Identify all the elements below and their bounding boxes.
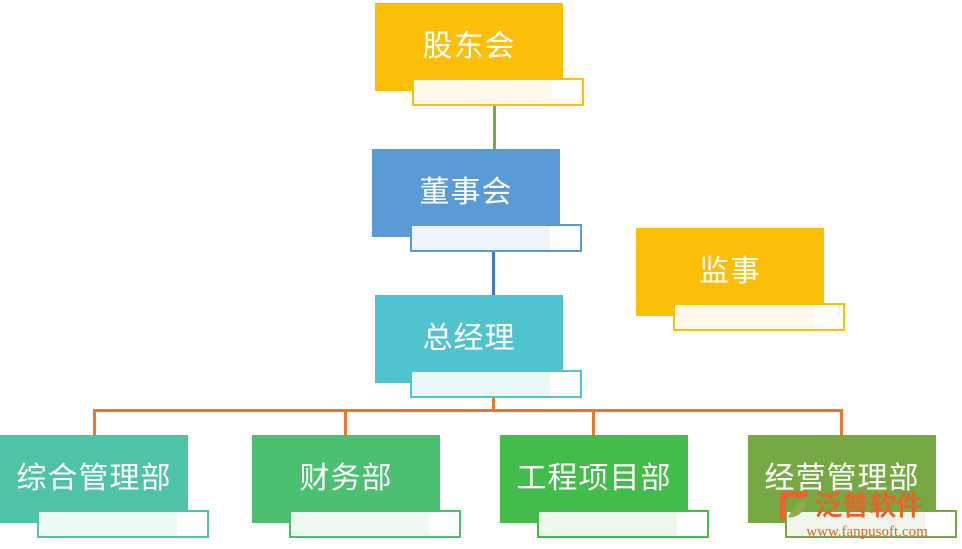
node-subbar-fill-finance: [291, 512, 429, 536]
node-subbar-fill-general-manager: [412, 372, 550, 396]
node-subbar-text-business-management: [787, 512, 955, 524]
node-subbar-engineering-project[interactable]: [537, 510, 709, 538]
node-label-business-management: 经营管理部: [764, 462, 920, 495]
node-label-engineering-project: 工程项目部: [516, 462, 672, 495]
node-subbar-fill-board-of-directors: [412, 226, 550, 250]
node-subbar-fill-engineering-project: [539, 512, 677, 536]
node-box-shareholders[interactable]: 股东会: [375, 3, 563, 91]
connector-departments-bus: [93, 409, 843, 412]
node-subbar-business-management[interactable]: [785, 510, 957, 538]
node-label-general-administration: 综合管理部: [16, 462, 172, 495]
node-subbar-text-engineering-project: [539, 512, 707, 524]
node-box-supervisor[interactable]: 监事: [636, 228, 824, 316]
node-subbar-fill-business-management: [787, 512, 925, 536]
node-box-engineering-project[interactable]: 工程项目部: [500, 435, 688, 523]
node-subbar-text-shareholders: [414, 80, 582, 92]
node-label-finance: 财务部: [299, 462, 393, 495]
node-subbar-supervisor[interactable]: [673, 303, 845, 331]
node-subbar-fill-shareholders: [414, 80, 552, 104]
node-subbar-general-administration[interactable]: [37, 510, 209, 538]
node-box-general-manager[interactable]: 总经理: [375, 295, 563, 383]
node-subbar-text-general-manager: [412, 372, 580, 384]
node-label-supervisor: 监事: [699, 255, 761, 288]
node-subbar-text-general-administration: [39, 512, 207, 524]
connector-drop-engineering-project: [592, 409, 595, 437]
node-subbar-text-board-of-directors: [412, 226, 580, 238]
node-box-general-administration[interactable]: 综合管理部: [0, 435, 188, 523]
node-label-general-manager: 总经理: [422, 322, 516, 355]
node-subbar-general-manager[interactable]: [410, 370, 582, 398]
connector-drop-finance: [344, 409, 347, 437]
node-subbar-finance[interactable]: [289, 510, 461, 538]
connector-drop-general-administration: [93, 409, 96, 437]
node-subbar-text-supervisor: [675, 305, 843, 317]
node-label-shareholders: 股东会: [422, 30, 516, 63]
connector-shareholders-to-board: [493, 106, 496, 151]
connector-drop-business-management: [840, 409, 843, 437]
node-box-business-management[interactable]: 经营管理部: [748, 435, 936, 523]
node-subbar-text-finance: [291, 512, 459, 524]
node-subbar-board-of-directors[interactable]: [410, 224, 582, 252]
node-subbar-fill-general-administration: [39, 512, 177, 536]
node-label-board-of-directors: 董事会: [419, 176, 513, 209]
connector-board-to-general-manager: [492, 252, 495, 297]
node-box-board-of-directors[interactable]: 董事会: [372, 149, 560, 237]
node-box-finance[interactable]: 财务部: [252, 435, 440, 523]
node-subbar-fill-supervisor: [675, 305, 813, 329]
node-subbar-shareholders[interactable]: [412, 78, 584, 106]
